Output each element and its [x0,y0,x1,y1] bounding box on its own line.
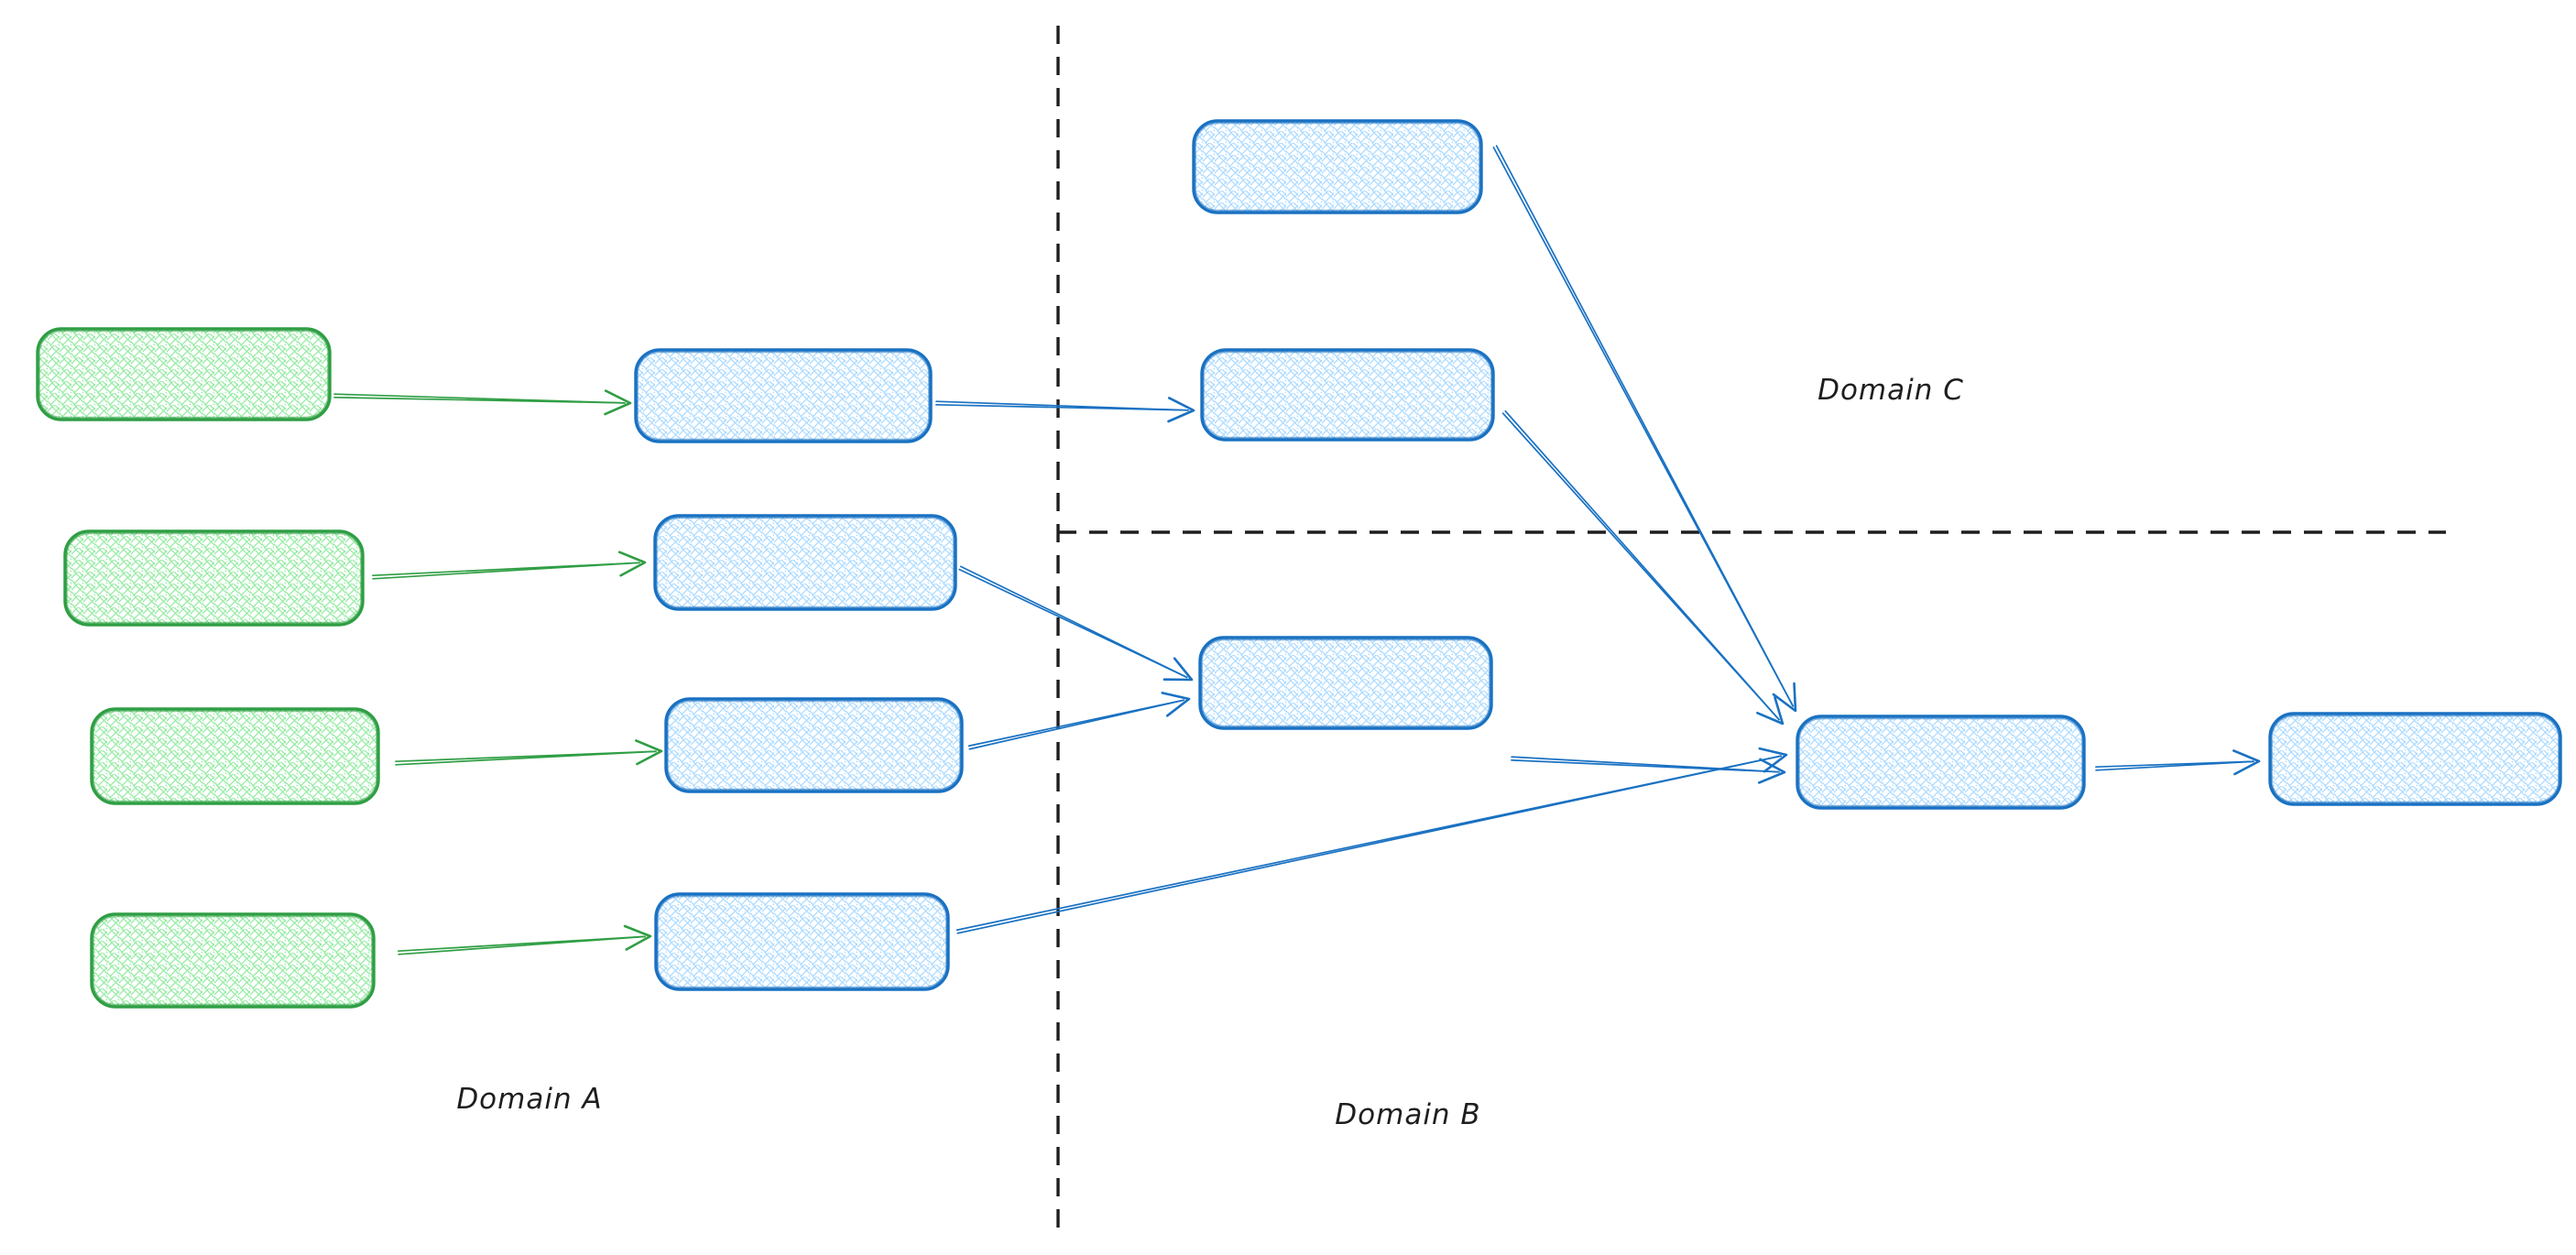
blue-box-b1 [1198,636,1493,730]
arrow-b2-to-b3 [2095,749,2261,776]
blue-box-a3 [664,697,964,793]
arrow-a2-to-b1 [958,565,1194,682]
green-box-2 [63,529,365,627]
blue-box-c2 [1200,348,1495,442]
arrow-b1-to-b2 [1511,756,1786,784]
arrow-green1-to-a1 [333,389,632,416]
blue-box-a2 [653,514,957,611]
domain-c-label: Domain C [1817,374,1964,407]
arrow-c2-to-b2 [1501,409,1785,726]
green-box-1 [36,327,332,421]
blue-box-a4 [654,892,950,991]
domain-a-label: Domain A [456,1083,602,1116]
green-box-3 [90,707,380,805]
arrow-green3-to-a3 [395,739,663,766]
arrow-green4-to-a4 [398,924,652,955]
blue-box-a1 [634,348,933,443]
arrow-green2-to-a2 [372,551,647,580]
blue-box-b3 [2268,712,2562,806]
domain-b-label: Domain B [1335,1098,1480,1131]
arrow-c1-to-b2 [1492,145,1797,713]
arrow-a1-to-c2 [935,397,1195,423]
blue-box-c1 [1192,119,1483,214]
blue-box-b2 [1796,715,2086,810]
green-box-4 [90,912,376,1009]
arrow-a3-to-b1 [967,692,1191,750]
